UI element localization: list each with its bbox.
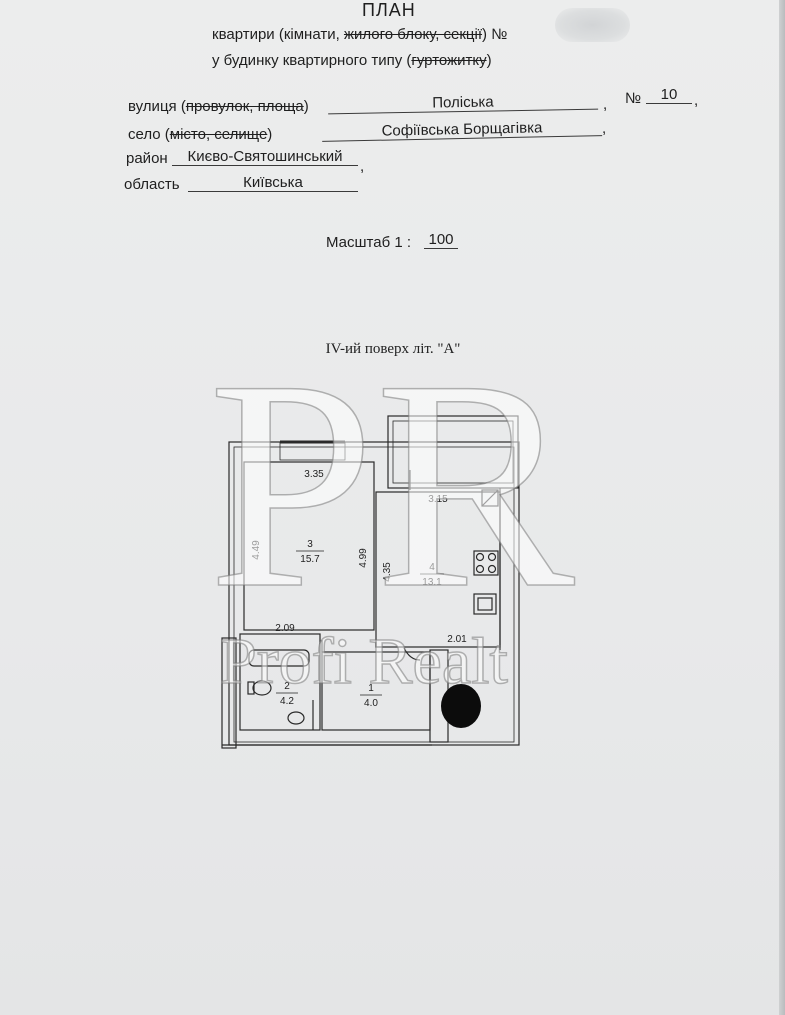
watermark-monogram: PR [208,318,576,650]
dim-2-09: 2.09 [275,623,295,634]
region-label: область [124,176,180,193]
street-label-text: вулиця ( [128,98,186,115]
watermark-text: Profi Realt [220,625,508,698]
house-number-comma: , [694,92,699,109]
header-line-apartment: квартири (кімнати, жилого блоку, секції)… [212,26,507,43]
scale-label: Масштаб 1 : [326,234,412,251]
room-1-area: 4.0 [364,698,378,709]
floor-label: IV-ий поверх літ. "А" [326,341,461,357]
burner [475,552,485,562]
burner [487,552,497,562]
vent-diagonal [481,489,499,507]
door-arc [403,647,421,661]
dim-3-35: 3.35 [304,469,324,480]
room-1-number: 1 [368,683,374,694]
village-label-strike: місто, селище [169,126,268,143]
dim-4-35: 4.35 [382,562,393,582]
stove [473,550,499,576]
burner [475,564,485,574]
street-label-strike: провулок, площа [185,98,304,115]
street-label-close: ) [303,98,309,115]
toilet [252,680,272,696]
header-line1-text: квартири (кімнати, [212,26,344,43]
header-line1-strike: жилого блоку, секції [343,26,483,43]
toilet-tank [247,681,255,695]
dim-2-01: 2.01 [447,634,467,645]
window-sill [279,441,346,461]
header-line1-tail: ) № [482,26,508,43]
district-value: Києво-Святошинський [172,148,358,166]
balcony-inner [392,420,514,484]
room-2-number: 2 [284,681,290,692]
header-line2-tail: ) [486,52,492,69]
sink [287,711,305,725]
room-4-area: 13.1 [422,577,442,588]
room-2-outline [239,633,321,731]
room-2-area: 4.2 [280,696,294,707]
dim-4-99: 4.99 [358,548,369,568]
header-line2-text: у будинку квартирного типу ( [212,52,412,69]
page-edge [779,0,785,1015]
street-comma: , [603,96,608,113]
document-title: ПЛАН [362,0,416,20]
dim-4-49: 4.49 [251,540,262,560]
balcony [387,415,519,489]
room-3-outline [243,461,375,631]
village-label: село (місто, селище) [128,126,272,143]
house-number-value: 10 [646,86,692,104]
outer-wall-inner [233,446,515,743]
bathtub [248,649,310,667]
redacted-apartment-number [555,8,630,42]
district-comma: , [360,158,365,175]
village-label-text: село ( [128,126,170,143]
kitchen-sink-basin [477,597,493,611]
kitchen-sink [473,593,497,615]
village-label-close: ) [267,126,273,143]
room-3-number: 3 [307,539,313,550]
header-line2-strike: гуртожитку [411,52,487,69]
district-label: район [126,150,168,167]
entry-step [221,637,237,749]
village-comma: , [602,120,607,137]
vent-shaft [481,489,499,507]
street-label: вулиця (провулок, площа) [128,98,309,115]
watermark: PR Profi Realt [207,317,577,699]
house-number-label: № [625,90,642,107]
dim-3-15: 3.15 [428,494,448,505]
region-value: Київська [188,174,358,192]
header-line-building: у будинку квартирного типу (гуртожитку) [212,52,492,69]
room-3-area: 15.7 [300,554,320,565]
burner [487,564,497,574]
scale-value: 100 [424,231,458,249]
redaction-dot [441,684,481,728]
room-4-number: 4 [429,562,435,573]
